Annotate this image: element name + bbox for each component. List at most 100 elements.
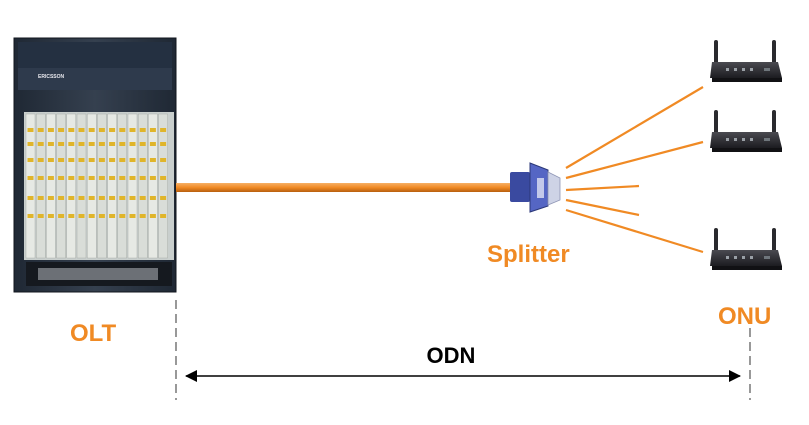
- splitter-icon: [510, 162, 561, 213]
- olt-port: [58, 196, 65, 200]
- olt-port: [160, 128, 167, 132]
- olt-port: [78, 196, 85, 200]
- olt-port: [68, 196, 75, 200]
- olt-port: [98, 142, 105, 146]
- olt-port: [88, 176, 95, 180]
- olt-port: [139, 176, 146, 180]
- olt-port: [160, 158, 167, 162]
- olt-port: [58, 158, 65, 162]
- olt-port: [78, 176, 85, 180]
- olt-port: [47, 176, 54, 180]
- router-icon: [710, 110, 782, 152]
- olt-port: [139, 196, 146, 200]
- olt-port: [109, 196, 116, 200]
- olt-port: [149, 196, 156, 200]
- olt-card: [56, 113, 66, 259]
- olt-port: [149, 176, 156, 180]
- olt-port: [149, 142, 156, 146]
- olt-port: [160, 214, 167, 218]
- olt-port: [149, 128, 156, 132]
- drop-fibers: [565, 86, 704, 254]
- olt-port: [47, 158, 54, 162]
- olt-port: [88, 158, 95, 162]
- drop-fiber-1: [565, 86, 704, 169]
- olt-card: [76, 113, 87, 259]
- olt-port: [160, 142, 167, 146]
- olt-port: [119, 214, 126, 218]
- drop-fiber-3: [565, 184, 640, 192]
- olt-port: [129, 142, 136, 146]
- olt-line-cards: [25, 113, 168, 259]
- olt-port: [139, 128, 146, 132]
- olt-port: [78, 128, 85, 132]
- olt-port: [27, 158, 34, 162]
- olt-port: [88, 196, 95, 200]
- olt-card: [66, 113, 77, 259]
- olt-card: [97, 113, 107, 259]
- onu-3: [710, 228, 782, 270]
- olt-port: [37, 196, 44, 200]
- odn-dimension: ODN: [175, 300, 751, 400]
- olt-port: [68, 158, 75, 162]
- olt-port: [37, 128, 44, 132]
- olt-port: [129, 158, 136, 162]
- olt-port: [88, 128, 95, 132]
- drop-fiber-5: [565, 208, 704, 254]
- olt-label: OLT: [70, 320, 117, 347]
- olt-port: [47, 214, 54, 218]
- olt-port: [98, 214, 105, 218]
- olt-port: [88, 214, 95, 218]
- olt-card: [127, 113, 138, 259]
- olt-port: [98, 176, 105, 180]
- olt-port: [68, 176, 75, 180]
- olt-card: [117, 113, 128, 259]
- olt-port: [129, 196, 136, 200]
- olt-port: [37, 158, 44, 162]
- olt-card: [36, 113, 46, 259]
- olt-card: [107, 113, 117, 259]
- olt-port: [129, 128, 136, 132]
- olt-port: [37, 214, 44, 218]
- olt-port: [129, 176, 136, 180]
- odn-label: ODN: [427, 343, 476, 368]
- olt-port: [109, 214, 116, 218]
- olt-port: [58, 214, 65, 218]
- olt-port: [98, 196, 105, 200]
- olt-port: [119, 128, 126, 132]
- drop-fiber-4: [565, 198, 640, 217]
- olt-port: [139, 214, 146, 218]
- olt-port: [149, 158, 156, 162]
- olt-port: [27, 142, 34, 146]
- olt-card: [25, 113, 36, 259]
- olt-chassis-icon: ERICSSON: [13, 37, 177, 293]
- olt-port: [119, 142, 126, 146]
- olt-port: [37, 176, 44, 180]
- onu-1: [710, 40, 782, 82]
- olt-port: [149, 214, 156, 218]
- olt-brand-text: ERICSSON: [38, 74, 65, 80]
- olt-port: [27, 214, 34, 218]
- olt-card: [46, 113, 56, 259]
- drop-fiber-2: [565, 140, 704, 180]
- olt-port: [98, 158, 105, 162]
- olt-card: [148, 113, 158, 259]
- olt-port: [109, 128, 116, 132]
- olt-port: [139, 142, 146, 146]
- olt-port: [160, 176, 167, 180]
- olt-port: [47, 196, 54, 200]
- olt-port: [139, 158, 146, 162]
- olt-port: [47, 142, 54, 146]
- olt-port: [68, 128, 75, 132]
- olt-card: [86, 113, 97, 259]
- olt-port: [58, 128, 65, 132]
- olt-port: [109, 176, 116, 180]
- olt-port: [160, 196, 167, 200]
- olt-port: [58, 142, 65, 146]
- olt-port: [78, 142, 85, 146]
- olt-port: [27, 128, 34, 132]
- olt-port: [27, 196, 34, 200]
- onu-2: [710, 110, 782, 152]
- olt-card: [158, 113, 168, 259]
- olt-card: [137, 113, 148, 259]
- olt-port: [109, 158, 116, 162]
